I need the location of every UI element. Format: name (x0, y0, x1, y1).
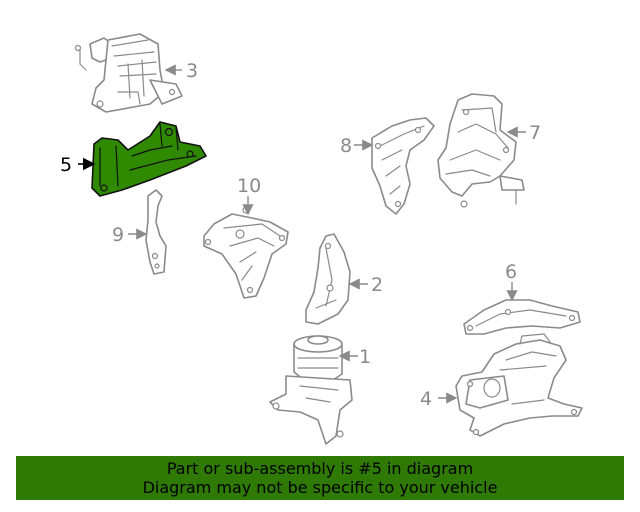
callout-5: 5 (60, 154, 72, 176)
callout-3: 3 (186, 60, 198, 82)
part-10-bracket[interactable] (203, 206, 289, 299)
banner-line-2: Diagram may not be specific to your vehi… (142, 478, 498, 497)
diagram-canvas: 3 5 9 10 8 (60, 33, 583, 445)
parts-diagram: 3 5 9 10 8 (60, 33, 583, 445)
callout-6: 6 (505, 261, 517, 283)
callout-2: 2 (371, 274, 383, 296)
banner-line-1: Part or sub-assembly is #5 in diagram (166, 459, 474, 478)
callout-7: 7 (529, 122, 541, 144)
callout-9: 9 (112, 224, 124, 246)
part-5-mount-bracket[interactable] (91, 121, 207, 197)
part-8-bracket[interactable] (371, 117, 435, 215)
callout-8: 8 (340, 135, 352, 157)
part-2-bracket[interactable] (305, 233, 351, 325)
part-7-transmission-mount[interactable] (437, 93, 525, 208)
callout-10: 10 (237, 175, 261, 197)
part-1-lower-mount[interactable] (269, 335, 353, 445)
callout-4: 4 (420, 388, 432, 410)
part-3-engine-mount[interactable] (74, 33, 183, 113)
highlight-info-banner: Part or sub-assembly is #5 in diagram Di… (16, 456, 624, 500)
part-9-hook-bracket[interactable] (145, 189, 167, 275)
callout-1: 1 (359, 346, 371, 368)
part-6-bracket[interactable] (463, 299, 581, 335)
part-4-mount-assembly[interactable] (455, 333, 583, 437)
